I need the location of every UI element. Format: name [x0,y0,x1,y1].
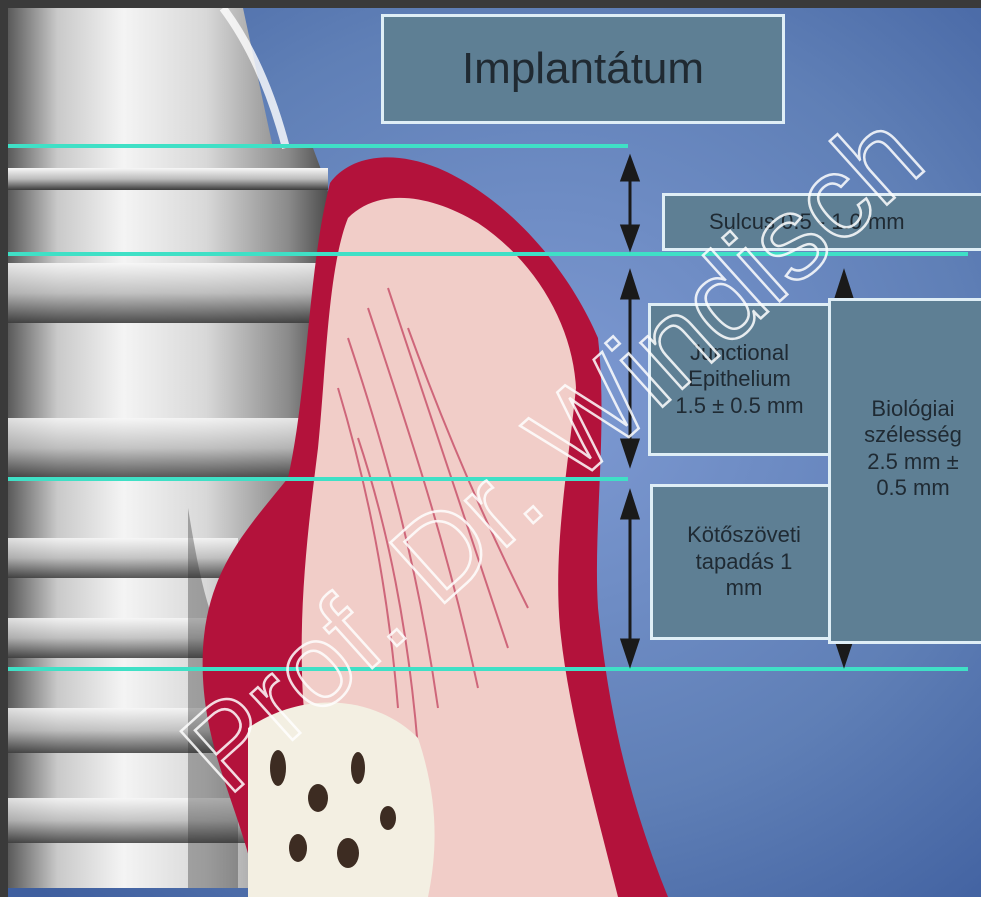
watermark-label: Prof. Dr. Windisch [157,87,947,817]
watermark-text: Prof. Dr. Windisch [8,8,981,897]
diagram-stage: Implantátum Sulcus 0.5 - 1.0 mm Junction… [8,8,981,897]
